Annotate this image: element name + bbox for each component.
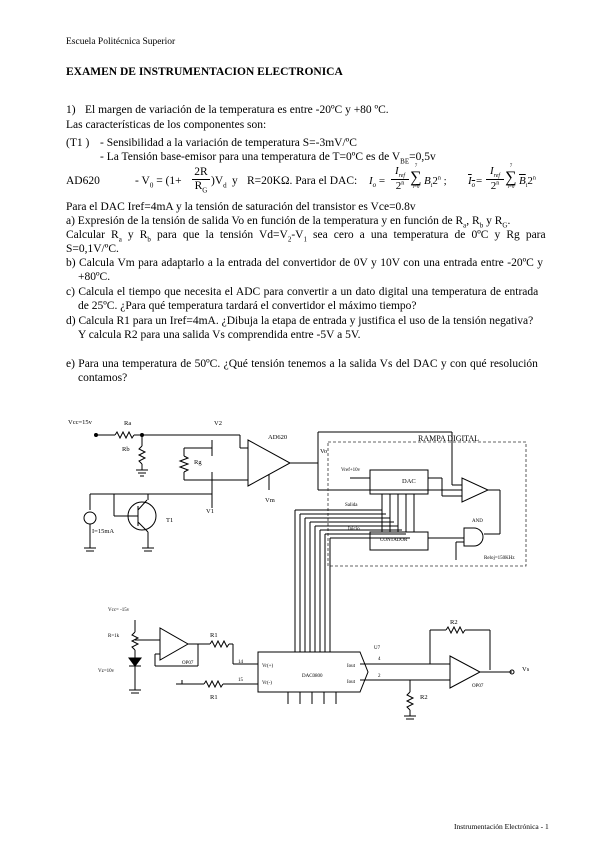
t1-sensitivity: - Sensibilidad a la variación de tempera… xyxy=(100,137,357,149)
label-r2-bottom: R2 xyxy=(420,694,428,701)
label-and: AND xyxy=(472,519,483,524)
part-d-line1: d) Calcula R1 para un Iref=4mA. ¿Dibuja … xyxy=(66,315,534,327)
label-vz: Vz=10v xyxy=(98,669,115,674)
exam-title: EXAMEN DE INSTRUMENTACION ELECTRONICA xyxy=(66,66,343,78)
label-r1k: R=1k xyxy=(108,634,120,639)
label-vm: Vm xyxy=(265,497,275,504)
bus-wires xyxy=(294,510,410,645)
label-rb: Rb xyxy=(122,446,130,453)
label-r1-bottom: R1 xyxy=(210,694,218,701)
label-vcc-pos: Vcc=15v xyxy=(68,419,92,426)
ad620-formula-end: )Vd xyxy=(211,175,227,190)
upper-circuit-wires xyxy=(83,430,462,552)
part-a-line2: Calcular Ra y Rb para que la tensión Vd=… xyxy=(66,229,546,244)
label-v1: V1 xyxy=(206,508,214,515)
question-intro: El margen de variación de la temperatura… xyxy=(85,104,389,116)
part-d-line2: Y calcula R2 para una salida Vs comprend… xyxy=(78,329,361,341)
part-a-line3: S=0,1V/ºC. xyxy=(66,243,119,255)
dac-bi-term: Bi2n ; xyxy=(424,175,447,190)
label-vref-minus: Vr(-) xyxy=(262,681,272,686)
question-number: 1) xyxy=(66,104,76,116)
label-rampa: RAMPA DIGITAL xyxy=(418,434,480,443)
t1-label: (T1 ) xyxy=(66,137,90,149)
ad620-label: AD620 xyxy=(66,175,100,187)
dac-fraction-2: Iref 2n xyxy=(486,165,504,192)
ad620-y: y xyxy=(232,175,238,187)
label-vref: Vref+10v xyxy=(341,468,361,473)
dac-sum-2: 7 ∑ i=0 xyxy=(505,164,517,190)
dac-bbar-term: Bi2n xyxy=(519,175,536,190)
label-contador: CONTADOR xyxy=(380,538,408,543)
label-op07-b: OP07 xyxy=(472,684,484,689)
dac-sum-1: 7 ∑ i=0 xyxy=(410,164,422,190)
label-r1-top: R1 xyxy=(210,632,218,639)
part-a-line1: a) Expresión de la tensión de salida Vo … xyxy=(66,215,511,230)
part-c-line2: de 25ºC. ¿Para qué temperatura tardará e… xyxy=(78,300,417,312)
institution-header: Escuela Politécnica Superior xyxy=(66,37,176,47)
label-vs: Vs xyxy=(522,666,530,673)
part-e-line2: contamos? xyxy=(78,372,128,384)
dac-fraction-1: Iref 2n xyxy=(391,165,409,192)
label-pin14: 14 xyxy=(238,660,243,665)
label-pin15: 15 xyxy=(238,678,243,683)
part-b-line1: b) Calcula Vm para adaptarlo a la entrad… xyxy=(66,257,544,269)
label-op07-a: OP07 xyxy=(182,661,194,666)
label-ad620: AD620 xyxy=(268,434,288,441)
label-iout: Iout xyxy=(347,664,356,669)
reference-stage-wires xyxy=(128,620,258,694)
label-dac0800: DAC0800 xyxy=(302,674,323,679)
dac-io: Io = xyxy=(369,175,386,190)
label-inicio: Inicio xyxy=(348,527,360,532)
label-vo: Vo xyxy=(320,448,328,455)
label-v2: V2 xyxy=(214,420,222,427)
rampa-digital-block xyxy=(295,441,527,567)
label-current-source: I=15mA xyxy=(92,528,115,535)
label-vref-plus: Vr(+) xyxy=(262,664,274,669)
label-iout-b: Iout xyxy=(347,680,356,685)
label-pin2: 2 xyxy=(378,674,381,679)
footer: Instrumentación Electrónica - 1 xyxy=(454,822,549,831)
output-stage-wires xyxy=(390,625,515,720)
label-reloj: Reloj=150KHz xyxy=(484,556,515,561)
label-pin4: 4 xyxy=(378,657,381,662)
t1-vbe-line: - La Tensión base-emisor para una temper… xyxy=(100,151,436,166)
label-r2-top: R2 xyxy=(450,619,458,626)
dac-params: Para el DAC Iref=4mA y la tensión de sat… xyxy=(66,201,416,213)
dac-io-bar: Io xyxy=(468,175,476,190)
label-salida: Salida xyxy=(345,503,358,508)
dac0800-block xyxy=(257,645,390,704)
part-c-line1: c) Calcula el tiempo que necesita el ADC… xyxy=(66,286,539,298)
components-heading: Las características de los componentes s… xyxy=(66,119,267,131)
label-rg: Rg xyxy=(194,459,202,466)
label-ra: Ra xyxy=(124,420,132,427)
label-dac: DAC xyxy=(402,478,416,485)
ad620-fraction: 2R RG xyxy=(192,166,210,197)
dac-eq-2: = xyxy=(476,175,483,187)
part-e-line1: e) Para una temperatura de 50ºC. ¿Qué te… xyxy=(66,358,538,370)
label-vcc-neg: Vcc= -15v xyxy=(108,608,130,613)
label-t1: T1 xyxy=(166,517,174,524)
label-u7: U7 xyxy=(374,646,381,651)
part-b-line2: +80ºC. xyxy=(78,271,111,283)
ad620-formula: - V0 = (1+ xyxy=(135,175,182,190)
ad620-r-value: R=20KΩ. Para el DAC: xyxy=(247,175,358,187)
